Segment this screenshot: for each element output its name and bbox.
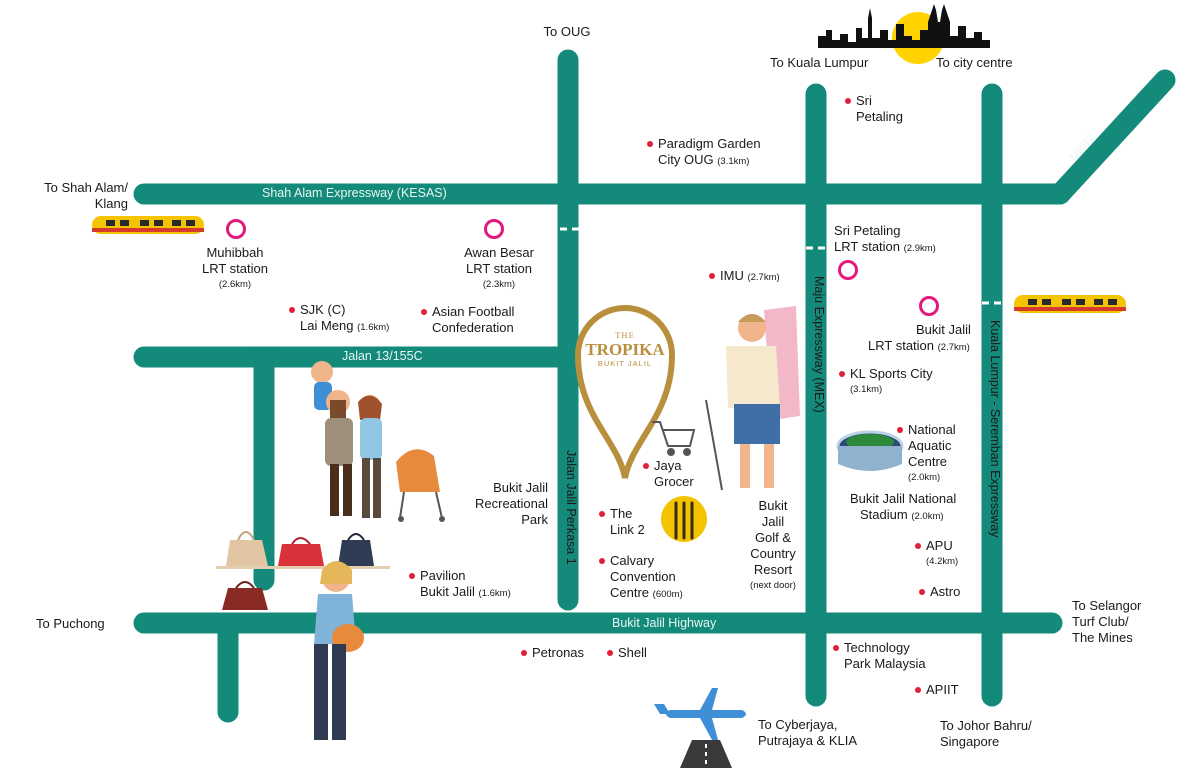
road-network [133, 49, 1176, 723]
direction-selangor: To Selangor Turf Club/ The Mines [1072, 598, 1142, 645]
location-pin-icon [574, 305, 676, 479]
lrt-station-icon [484, 219, 504, 239]
lrt-label-bukit-jalil: Bukit Jalil LRT station (2.7km) [868, 322, 971, 353]
poi-dot [409, 573, 415, 579]
logo-name: TROPIKA [585, 340, 665, 359]
road-mrr2 [1029, 69, 1176, 205]
direction-oug: To OUG [543, 24, 591, 39]
label-recreational-park: Bukit Jalil Recreational Park [475, 480, 548, 527]
poi-apiit: APIIT [915, 682, 959, 698]
road-label-perkasa: Jalan Jalil Perkasa 1 [564, 450, 578, 565]
runway-icon [680, 740, 732, 768]
poi-dot [647, 141, 653, 147]
poi-dot [421, 309, 427, 315]
road-label-bukit-jalil-hwy: Bukit Jalil Highway [612, 616, 717, 630]
poi-dot [897, 427, 903, 433]
train-icon [92, 216, 204, 234]
poi-imu: IMU (2.7km) [709, 268, 780, 286]
poi-dot [915, 687, 921, 693]
direction-city: To city centre [936, 55, 1013, 70]
poi-kl-sports: KL Sports City (3.1km) [839, 366, 933, 398]
lrt-station-icon [919, 296, 939, 316]
poi-calvary: Calvary Convention Centre (600m) [599, 553, 683, 603]
train-icon [1014, 295, 1126, 313]
family-illustration [311, 361, 445, 522]
poi-sri-petaling: Sri Petaling [845, 93, 903, 125]
poi-shell: Shell [607, 645, 647, 661]
poi-afc: Asian Football Confederation [421, 304, 514, 336]
rail-links [560, 227, 1012, 305]
lrt-label-sri-petaling: Sri Petaling LRT station (2.9km) [834, 223, 936, 254]
road-label-kesas: Shah Alam Expressway (KESAS) [262, 186, 447, 200]
road-label-mex: Maju Expressway (MEX) [812, 276, 826, 413]
road-label-kl-seremban: Kuala Lumpur - Seremban Expressway [988, 320, 1002, 538]
poi-dot [845, 98, 851, 104]
poi-aquatic: National Aquatic Centre (2.0km) [897, 422, 956, 486]
poi-dot [607, 650, 613, 656]
lrt-station-icon [838, 260, 858, 280]
skyline-icon [818, 4, 990, 64]
poi-dot [643, 463, 649, 469]
poi-dot [833, 645, 839, 651]
tropika-logo: THE TROPIKA BUKIT JALIL [578, 330, 672, 369]
cutlery-icon [661, 496, 707, 542]
label-golf-resort: Bukit Jalil Golf & Country Resort (next … [750, 498, 796, 591]
lrt-label-muhibbah: Muhibbah LRT station (2.6km) [201, 245, 268, 290]
poi-dot [521, 650, 527, 656]
poi-dot [599, 558, 605, 564]
poi-dot [839, 371, 845, 377]
golfer-illustration [705, 306, 800, 491]
poi-petronas: Petronas [521, 645, 584, 661]
direction-shah-alam: To Shah Alam/ Klang [44, 180, 128, 211]
poi-pavilion: Pavilion Bukit Jalil (1.6km) [409, 568, 511, 602]
direction-cyberjaya: To Cyberjaya, Putrajaya & KLIA [758, 717, 857, 748]
logo-sub: BUKIT JALIL [597, 359, 653, 368]
poi-astro: Astro [919, 584, 960, 600]
airplane-icon [654, 688, 746, 740]
stadium-icon [836, 430, 904, 471]
direction-puchong: To Puchong [36, 616, 105, 631]
logo-the: THE [615, 330, 635, 340]
lrt-station-icon [226, 219, 246, 239]
shopping-cart-icon [652, 421, 696, 456]
poi-dot [289, 307, 295, 313]
poi-link2: The Link 2 [599, 506, 645, 538]
poi-dot [599, 511, 605, 517]
poi-tpm: Technology Park Malaysia [833, 640, 926, 672]
direction-johor: To Johor Bahru/ Singapore [940, 718, 1032, 749]
poi-stadium: Bukit Jalil National Stadium (2.0km) [850, 491, 957, 522]
handbags-illustration [216, 531, 390, 610]
shopper-illustration [314, 561, 364, 740]
direction-kl: To Kuala Lumpur [770, 55, 869, 70]
poi-dot [919, 589, 925, 595]
poi-apu: APU (4.2km) [915, 538, 958, 570]
road-label-jalan13: Jalan 13/155C [342, 349, 423, 363]
poi-paradigm: Paradigm Garden City OUG (3.1km) [647, 136, 761, 170]
poi-sjk: SJK (C) Lai Meng (1.6km) [289, 302, 389, 336]
lrt-label-awan-besar: Awan Besar LRT station (2.3km) [464, 245, 534, 290]
poi-jaya-grocer: Jaya Grocer [643, 458, 694, 490]
poi-dot [709, 273, 715, 279]
poi-dot [915, 543, 921, 549]
